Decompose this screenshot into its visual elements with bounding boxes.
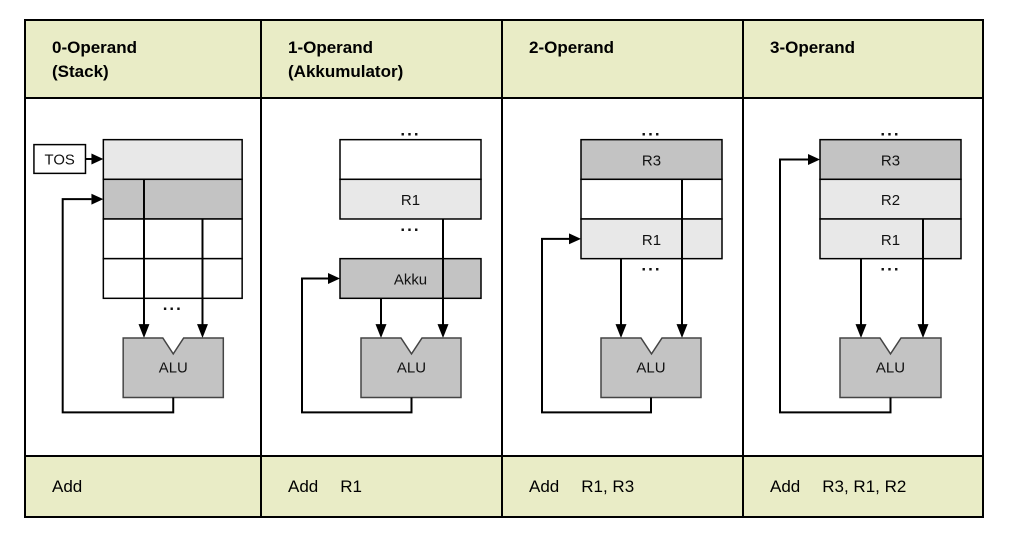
instruction-operands: R1, R3 xyxy=(581,476,635,496)
registers-above-ellipsis: ... xyxy=(400,121,420,140)
register-row-r3 xyxy=(580,138,723,181)
result-feedback-wire xyxy=(541,237,652,414)
instruction-mnemonic: Add xyxy=(529,476,560,496)
stack-ellipsis: ... xyxy=(163,295,183,314)
alu-label: ALU xyxy=(397,360,426,377)
register-row-top xyxy=(339,138,482,181)
register-r3-label: R3 xyxy=(881,152,900,169)
register-row-r1 xyxy=(580,218,723,260)
operand2-arrowhead-icon xyxy=(197,324,208,338)
header-line2: (Stack) xyxy=(52,61,109,81)
accumulator-architecture-diagram: ... R1 ... Akku ALU xyxy=(301,121,482,414)
register-row-r1 xyxy=(339,178,482,220)
akku-arrowhead-icon xyxy=(375,324,387,338)
diagram-cell-stack: TOS ... ALU xyxy=(26,99,262,457)
instruction-operands: R1 xyxy=(340,476,362,496)
header-line1: 1-Operand xyxy=(288,38,374,57)
registers-above-ellipsis: ... xyxy=(880,121,900,140)
column-header-3operand: 3-Operand xyxy=(744,21,982,99)
instruction-mnemonic: Add xyxy=(770,476,801,496)
alu-shape xyxy=(360,337,462,399)
registers-below-ellipsis: ... xyxy=(400,216,420,235)
three-operand-architecture-diagram: ... R3 R2 R1 ... ALU xyxy=(779,121,962,414)
operand-architecture-table: 0-Operand (Stack) 1-Operand (Akkumulator… xyxy=(24,19,984,518)
alu-label: ALU xyxy=(636,360,665,377)
register-r1-label: R1 xyxy=(881,232,900,249)
r1-arrowhead-icon xyxy=(855,324,867,338)
register-r3-label: R3 xyxy=(642,152,661,169)
registers-below-ellipsis: ... xyxy=(641,256,661,275)
diagram-cell-2operand: ... R3 R1 ... ALU xyxy=(503,99,744,457)
alu-label: ALU xyxy=(876,360,905,377)
register-row-r3 xyxy=(819,138,962,181)
header-line1: 3-Operand xyxy=(770,38,856,57)
header-line1: 0-Operand xyxy=(52,38,138,57)
feedback-arrowhead-icon xyxy=(91,193,104,205)
diagram-cell-akkumulator: ... R1 ... Akku ALU xyxy=(262,99,503,457)
header-line2: (Akkumulator) xyxy=(288,61,404,81)
column-header-akkumulator: 1-Operand (Akkumulator) xyxy=(262,21,503,99)
register-r2-label: R2 xyxy=(881,192,900,209)
instruction-mnemonic: Add xyxy=(52,476,83,496)
result-feedback-wire xyxy=(779,158,892,414)
akku-label: Akku xyxy=(394,271,427,288)
operand1-arrowhead-icon xyxy=(138,324,150,338)
instruction-cell-akkumulator: Add R1 xyxy=(262,457,503,516)
register-row-r1 xyxy=(819,218,962,260)
r1-arrowhead-icon xyxy=(437,324,449,338)
feedback-arrowhead-icon xyxy=(328,273,340,284)
feedback-arrowhead-icon xyxy=(569,233,581,245)
stack-row-4 xyxy=(102,257,243,300)
feedback-arrowhead-icon xyxy=(808,154,820,165)
stack-architecture-diagram: TOS ... ALU xyxy=(33,138,243,414)
diagram-cell-3operand: ... R3 R2 R1 ... ALU xyxy=(744,99,982,457)
tos-arrowhead-icon xyxy=(91,153,104,165)
register-r1-label: R1 xyxy=(642,232,661,249)
result-feedback-wire xyxy=(61,198,175,414)
register-row-mid xyxy=(580,178,723,220)
stack-row-2 xyxy=(102,178,243,220)
stack-row-3 xyxy=(102,218,243,260)
alu-shape xyxy=(839,337,942,399)
stack-row-tos xyxy=(102,138,243,181)
instruction-operands: R3, R1, R2 xyxy=(822,476,907,496)
register-row-r2 xyxy=(819,178,962,220)
tos-label: TOS xyxy=(45,152,75,168)
instruction-mnemonic: Add xyxy=(288,476,319,496)
akku-register-box xyxy=(339,257,482,300)
instruction-cell-2operand: Add R1, R3 xyxy=(503,457,744,516)
registers-below-ellipsis: ... xyxy=(880,256,900,275)
alu-shape xyxy=(122,337,225,399)
r2-arrowhead-icon xyxy=(917,324,929,338)
alu-label: ALU xyxy=(159,361,188,377)
column-header-2operand: 2-Operand xyxy=(503,21,744,99)
result-feedback-wire xyxy=(301,277,413,414)
r3-arrowhead-icon xyxy=(676,324,688,338)
header-line1: 2-Operand xyxy=(529,38,615,57)
instruction-cell-stack: Add xyxy=(26,457,262,516)
alu-shape xyxy=(600,337,702,399)
two-operand-architecture-diagram: ... R3 R1 ... ALU xyxy=(541,121,723,414)
r1-arrowhead-icon xyxy=(615,324,627,338)
registers-above-ellipsis: ... xyxy=(641,121,661,140)
column-header-stack: 0-Operand (Stack) xyxy=(26,21,262,99)
instruction-cell-3operand: Add R3, R1, R2 xyxy=(744,457,982,516)
register-r1-label: R1 xyxy=(401,192,420,209)
tos-box xyxy=(33,143,87,175)
